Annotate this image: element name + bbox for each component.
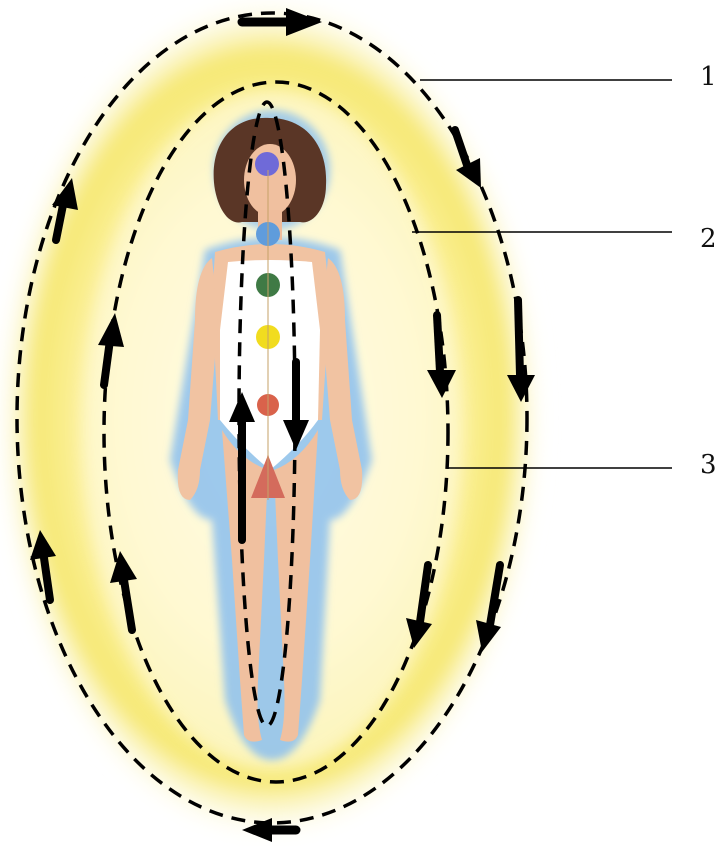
callout-label-1: 1 bbox=[700, 62, 717, 92]
callout-label-2: 2 bbox=[700, 224, 717, 254]
callout-label-3: 3 bbox=[700, 450, 717, 480]
